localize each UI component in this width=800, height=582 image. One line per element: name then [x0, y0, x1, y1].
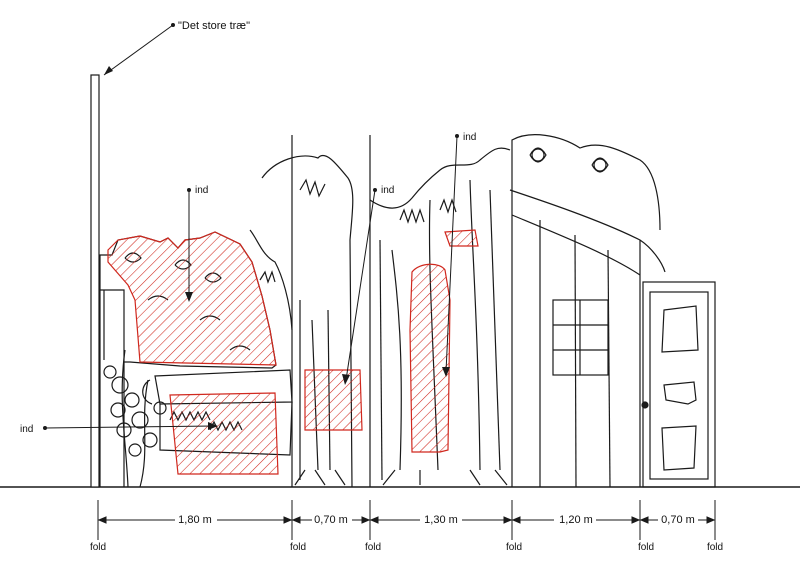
ind-callout-1: ind	[185, 185, 208, 302]
hatch-bush	[107, 231, 279, 475]
fold-label-5: fold	[638, 542, 654, 553]
hatch-trunk-wide	[409, 229, 479, 453]
title-label: "Det store træ"	[178, 20, 250, 32]
fold-label-4: fold	[506, 542, 522, 553]
dimension-label-1: 1,80 m	[178, 514, 212, 526]
ind-label-2: ind	[381, 185, 394, 196]
pole	[90, 74, 100, 488]
panel-trunk-narrow	[249, 135, 354, 488]
ind-callout-3: ind	[442, 132, 476, 377]
dimension-label-5: 0,70 m	[661, 514, 695, 526]
title-callout: "Det store træ"	[103, 20, 250, 76]
ind-label-4: ind	[20, 424, 33, 435]
ind-callout-2: ind	[342, 185, 394, 385]
fold-label-1: fold	[90, 542, 106, 553]
dimension-label-3: 1,30 m	[424, 514, 458, 526]
fold-label-3: fold	[365, 542, 381, 553]
fold-label-2: fold	[290, 542, 306, 553]
ind-label-1: ind	[195, 185, 208, 196]
panel-house	[509, 134, 666, 488]
fold-label-6: fold	[707, 542, 723, 553]
ind-callout-4: ind	[20, 422, 218, 435]
panel-door	[641, 281, 716, 488]
dimension-label-2: 0,70 m	[314, 514, 348, 526]
dimension-label-4: 1,20 m	[559, 514, 593, 526]
hatch-trunk-narrow	[304, 369, 363, 431]
ind-label-3: ind	[463, 132, 476, 143]
